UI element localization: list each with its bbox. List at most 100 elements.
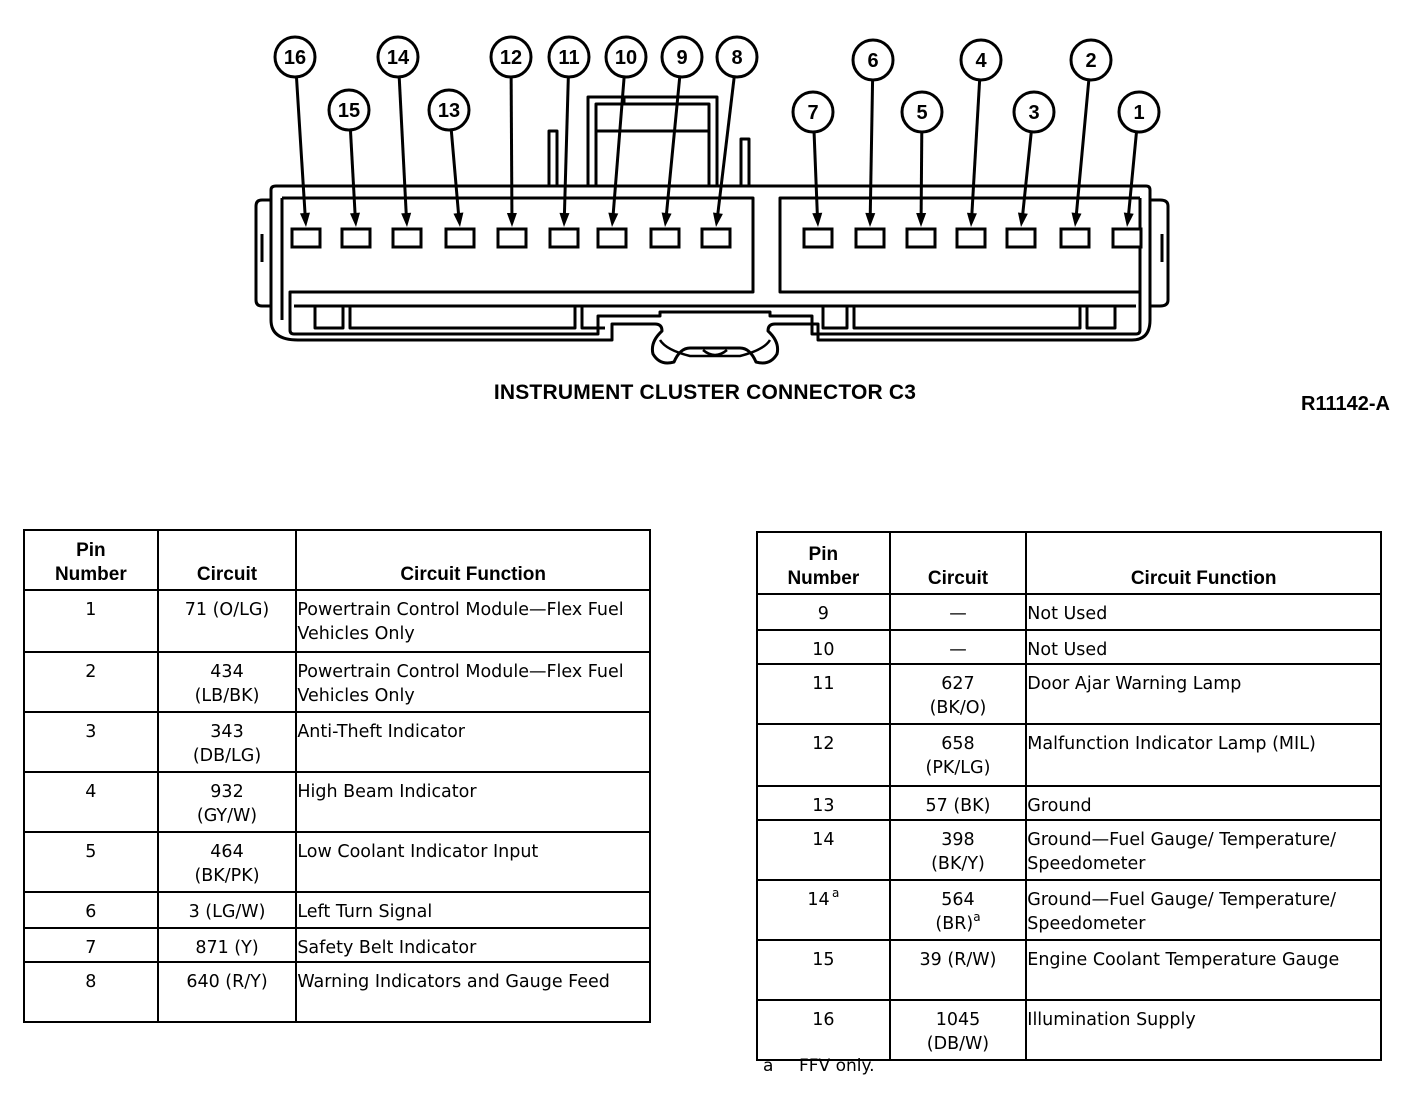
pin-number-cell: 8: [23, 961, 159, 1023]
pin-number-cell: 7: [23, 927, 159, 963]
arrowhead: [608, 212, 619, 227]
callout-number: 15: [338, 100, 360, 122]
pin-cavity: [496, 227, 528, 249]
arrowhead: [1071, 212, 1082, 227]
callout-number: 2: [1085, 50, 1096, 72]
circuit-header: Circuit: [156, 529, 298, 591]
pin-number-cell: 6: [23, 891, 159, 929]
pin-callout: 8: [700, 35, 759, 249]
pin-cavity: [340, 227, 372, 249]
callout-number: 13: [438, 100, 460, 122]
circuit-cell: 57 (BK): [888, 785, 1028, 821]
callout-number: 12: [500, 47, 522, 69]
circuit-header: Circuit: [888, 531, 1028, 595]
pin-callout: 16: [273, 35, 322, 249]
arrowhead: [916, 212, 927, 227]
circuit-function-cell: Malfunction Indicator Lamp (MIL): [1025, 723, 1382, 787]
callout-number: 10: [615, 47, 637, 69]
circuit-cell: 640 (R/Y): [156, 961, 298, 1023]
callout-number: 14: [387, 47, 410, 69]
circuit-cell: 871 (Y): [156, 927, 298, 963]
pin-callout: 9: [649, 35, 704, 249]
leader-line: [1021, 131, 1033, 216]
pin-number-cell: 12: [756, 723, 891, 787]
circuit-cell: 564(BR)a: [888, 879, 1028, 941]
circuit-function-cell: Not Used: [1025, 629, 1382, 665]
callout-number: 11: [558, 47, 579, 69]
leader-line: [664, 76, 682, 216]
circuit-cell: 343(DB/LG): [156, 711, 298, 773]
circuit-function-cell: Ground: [1025, 785, 1382, 821]
pin-cavity: [290, 227, 322, 249]
circuit-cell: 398(BK/Y): [888, 819, 1028, 881]
pin-number-cell: 2: [23, 651, 159, 713]
circuit-function-cell: Ground—Fuel Gauge/ Temperature/ Speedome…: [1025, 879, 1382, 941]
pin-number-cell: 13: [756, 785, 891, 821]
callout-number: 3: [1028, 102, 1039, 124]
circuit-cell: 434(LB/BK): [156, 651, 298, 713]
pin-number-cell: 15: [756, 939, 891, 1001]
callout-circle: [791, 90, 835, 134]
circuit-function-cell: Door Ajar Warning Lamp: [1025, 663, 1382, 725]
arrowhead: [299, 212, 310, 227]
leader-line: [294, 76, 307, 216]
footnote-text: FFV only.: [799, 1056, 875, 1076]
callout-circle: [376, 35, 420, 79]
connector-caption: INSTRUMENT CLUSTER CONNECTOR C3: [493, 381, 917, 404]
arrowhead: [506, 212, 517, 227]
pin-cavity: [1111, 227, 1143, 249]
pin-number-cell: 16: [756, 999, 891, 1061]
pin-cavity: [548, 227, 580, 249]
pin-number-cell: 4: [23, 771, 159, 833]
pin-callout: 2: [1059, 38, 1113, 249]
callout-circle: [547, 35, 591, 79]
leader-line: [919, 131, 924, 216]
callout-circle: [1069, 38, 1113, 82]
circuit-function-cell: Warning Indicators and Gauge Feed: [295, 961, 651, 1023]
leader-line: [1074, 79, 1091, 216]
circuit-function-cell: High Beam Indicator: [295, 771, 651, 833]
callout-circle: [604, 35, 648, 79]
circuit-function-cell: Powertrain Control Module—Flex Fuel Vehi…: [295, 589, 651, 653]
pin-callout: 4: [955, 38, 1003, 249]
circuit-cell: 932(GY/W): [156, 771, 298, 833]
circuit-function-cell: Low Coolant Indicator Input: [295, 831, 651, 893]
arrowhead: [1017, 212, 1028, 227]
leader-line: [611, 76, 626, 216]
connector-body: [254, 95, 1170, 365]
pin-callout: 10: [596, 35, 648, 249]
circuit-function-cell: Anti-Theft Indicator: [295, 711, 651, 773]
circuit-function-cell: Safety Belt Indicator: [295, 927, 651, 963]
leader-line: [812, 131, 819, 216]
circuit-function-cell: Ground—Fuel Gauge/ Temperature/ Speedome…: [1025, 819, 1382, 881]
pin-callout: 11: [547, 35, 591, 249]
circuit-cell: 3 (LG/W): [156, 891, 298, 929]
pin-callout: 7: [791, 90, 835, 249]
circuit-cell: —: [888, 629, 1028, 665]
callout-number: 1: [1133, 102, 1144, 124]
footnote-mark: a: [829, 886, 840, 900]
callout-number: 9: [676, 47, 687, 69]
arrowhead: [712, 212, 723, 227]
arrowhead: [661, 212, 672, 227]
pin-cavity: [955, 227, 987, 249]
circuit-cell: 39 (R/W): [888, 939, 1028, 1001]
pin-cavity: [391, 227, 423, 249]
pin-callout: 13: [427, 88, 476, 249]
